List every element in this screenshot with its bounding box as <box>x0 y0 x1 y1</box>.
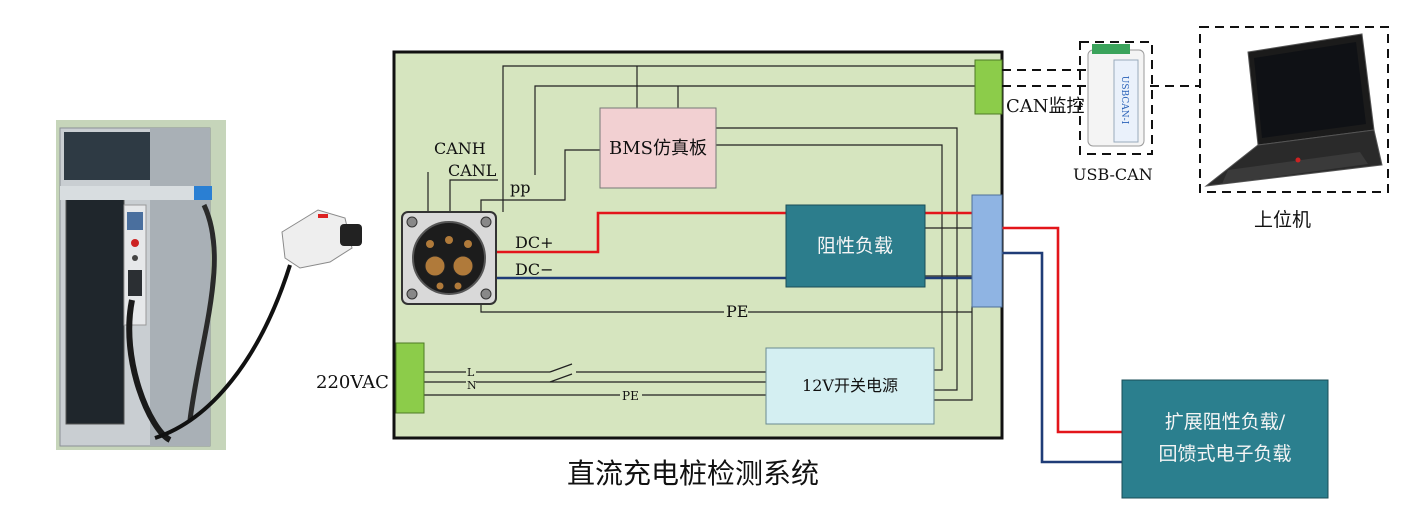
ext-red-wire <box>1002 226 1122 434</box>
usb-can-label: USB-CAN <box>1073 165 1153 184</box>
dc-output-terminal <box>971 194 1003 308</box>
psu-label: 12V开关电源 <box>802 376 898 395</box>
dc-plus-label: DC+ <box>515 233 553 252</box>
host-label: 上位机 <box>1254 209 1311 231</box>
n-label: N <box>467 379 477 392</box>
pp-label: pp <box>510 178 530 197</box>
psu-block <box>765 347 935 425</box>
can-monitor-label: CAN监控 <box>1006 96 1085 117</box>
bms-board-label: BMS仿真板 <box>609 138 707 159</box>
l-label: L <box>467 366 475 379</box>
diagram-title: 直流充电桩检测系统 <box>567 457 819 490</box>
dc-minus-label: DC− <box>515 260 553 279</box>
canh-label: CANH <box>434 139 486 158</box>
extended-load-label-line2: 回馈式电子负载 <box>1158 443 1291 465</box>
pe-ac-label: PE <box>622 389 639 403</box>
charging-gun-illustration <box>154 209 362 440</box>
dc-plus-wire <box>490 211 786 254</box>
charging-socket-illustration <box>401 211 497 305</box>
host-laptop-illustration <box>1204 33 1383 187</box>
extended-load-label-line1: 扩展阻性负载/ <box>1165 411 1286 433</box>
vac-label: 220VAC <box>316 372 389 393</box>
ac-input-terminal <box>395 342 425 414</box>
extended-load-block <box>1121 379 1329 499</box>
can-terminal <box>974 59 1003 115</box>
can-monitor-links <box>1002 26 1389 193</box>
usb-can-device-illustration: USBCAN-I <box>1087 44 1145 147</box>
charging-pile-illustration <box>56 120 226 450</box>
resistive-load-label: 阻性负载 <box>817 235 893 257</box>
usbcan-side-text: USBCAN-I <box>1119 76 1129 125</box>
canl-label: CANL <box>448 161 497 180</box>
ext-blue-wire <box>1002 251 1122 464</box>
pe-main-label: PE <box>726 302 748 321</box>
resistive-load-block <box>785 204 926 288</box>
bms-board-block <box>599 107 717 189</box>
